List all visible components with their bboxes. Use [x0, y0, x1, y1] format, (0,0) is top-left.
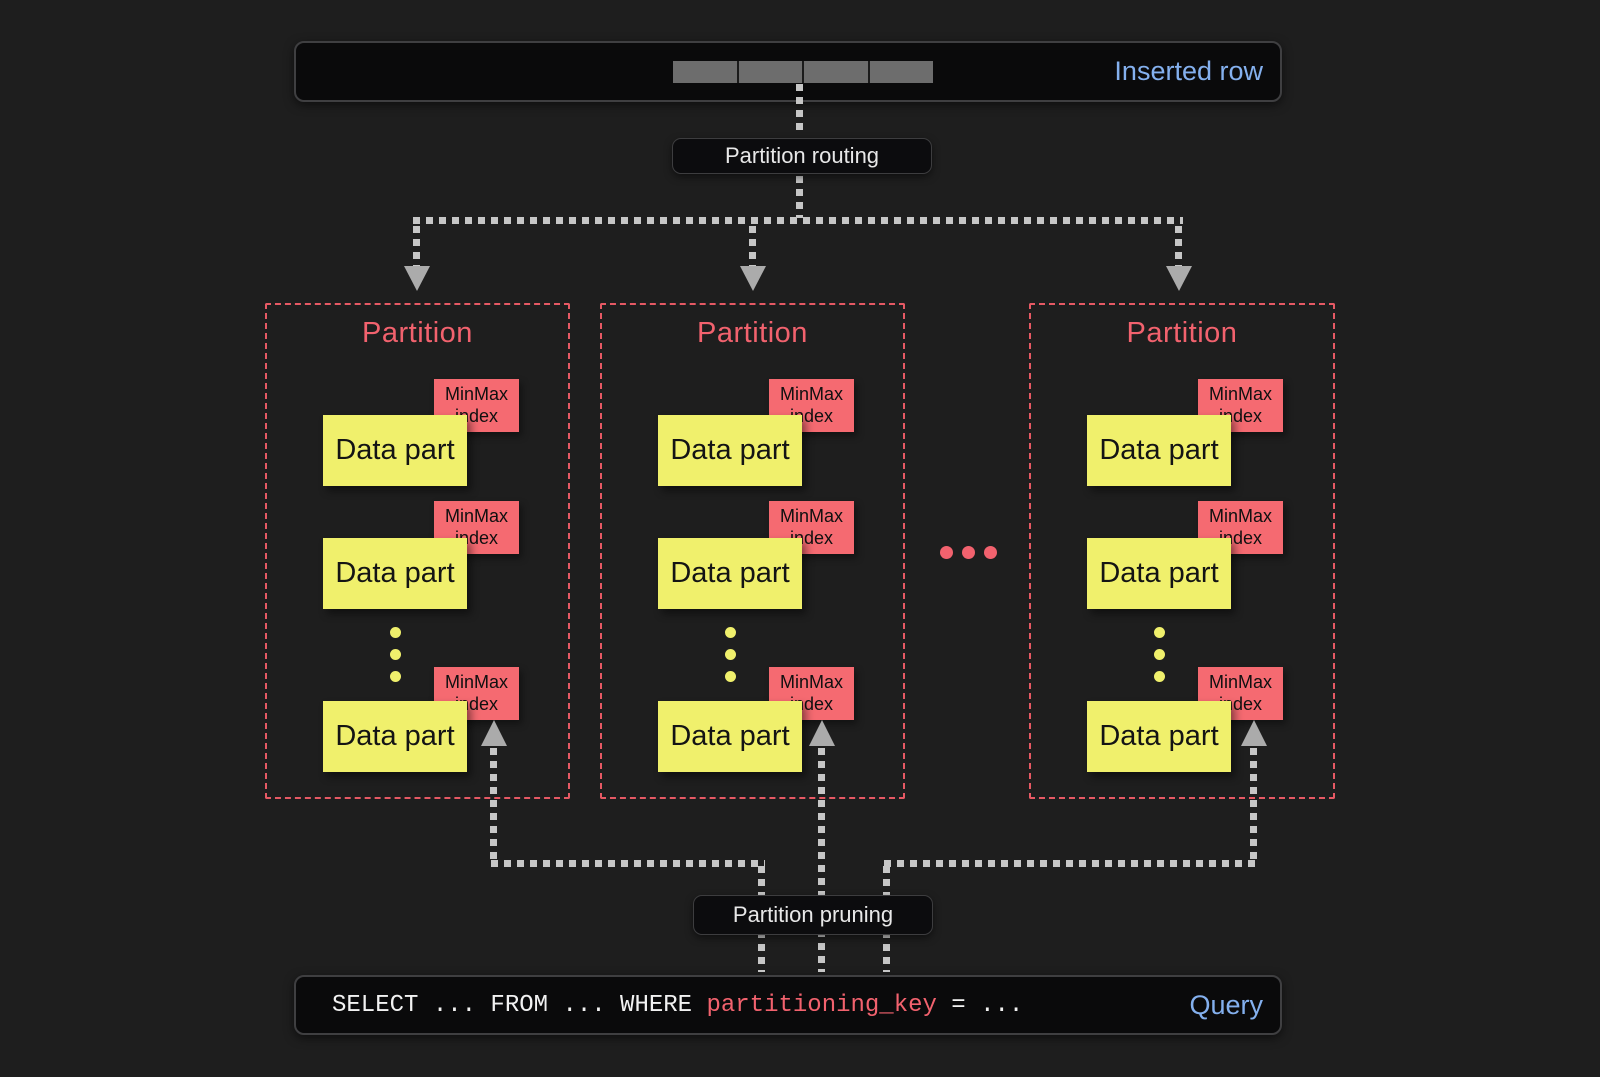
up-arrow-icon [809, 720, 835, 746]
partition-title: Partition [362, 317, 473, 349]
more-partitions-dot [962, 546, 975, 559]
dotted-connector [818, 748, 825, 972]
data-part-block: Data part [323, 538, 467, 609]
query-panel: SELECT ... FROM ... WHERE partitioning_k… [294, 975, 1282, 1035]
data-part-block: Data part [1087, 538, 1231, 609]
dotted-split-line [413, 217, 1183, 224]
sql-query-text: SELECT ... FROM ... WHERE partitioning_k… [332, 992, 1023, 1019]
inserted-row-cells [673, 61, 933, 83]
ellipsis-dot [725, 671, 736, 682]
minmax-line1: MinMax [779, 383, 843, 404]
minmax-line1: MinMax [1208, 671, 1272, 692]
minmax-line1: MinMax [1208, 505, 1272, 526]
minmax-index-tag: MinMax index [434, 501, 519, 554]
partition-title: Partition [1126, 317, 1238, 349]
minmax-line1: MinMax [444, 671, 508, 692]
ellipsis-dot [725, 627, 736, 638]
dotted-connector [1250, 748, 1257, 864]
ellipsis-dot [1154, 649, 1165, 660]
minmax-line1: MinMax [444, 383, 508, 404]
down-arrow-icon [404, 266, 430, 291]
data-part-block: Data part [1087, 415, 1231, 486]
up-arrow-icon [481, 720, 507, 746]
sql-prefix: SELECT ... FROM ... WHERE [332, 991, 707, 1019]
partition-box-2: Partition MinMax index Data part MinMax … [600, 303, 905, 799]
ellipsis-dot [1154, 671, 1165, 682]
down-arrow-icon [1166, 266, 1192, 291]
more-partitions-dot [940, 546, 953, 559]
data-part-block: Data part [658, 415, 802, 486]
data-part-block: Data part [1087, 701, 1231, 772]
data-part-block: Data part [658, 538, 802, 609]
sql-partitioning-key: partitioning_key [706, 991, 937, 1019]
down-arrow-icon [740, 266, 766, 291]
data-part-block: Data part [323, 415, 467, 486]
row-cell [869, 61, 933, 83]
partition-pruning-label: Partition pruning [693, 895, 933, 935]
ellipsis-dot [390, 649, 401, 660]
minmax-line1: MinMax [1208, 383, 1272, 404]
dotted-connector [796, 84, 803, 136]
ellipsis-dot [390, 671, 401, 682]
dotted-branch-line [491, 860, 765, 867]
sql-suffix: = ... [936, 991, 1024, 1019]
ellipsis-dot [390, 627, 401, 638]
row-cell [804, 61, 868, 83]
dotted-connector [749, 226, 756, 266]
minmax-line1: MinMax [779, 671, 843, 692]
partition-box-1: Partition MinMax index Data part MinMax … [265, 303, 570, 799]
inserted-row-label: Inserted row [1114, 56, 1263, 86]
dotted-connector [1175, 226, 1182, 266]
inserted-row-panel: Inserted row [294, 41, 1282, 102]
minmax-line1: MinMax [444, 505, 508, 526]
dotted-branch-line [884, 860, 1257, 867]
ellipsis-dot [725, 649, 736, 660]
ellipsis-dot [1154, 627, 1165, 638]
partition-title: Partition [697, 317, 808, 349]
row-cell [673, 61, 737, 83]
more-partitions-dot [984, 546, 997, 559]
dotted-connector [490, 748, 497, 864]
dotted-connector [796, 176, 803, 218]
partition-routing-label: Partition routing [672, 138, 932, 174]
data-part-block: Data part [323, 701, 467, 772]
minmax-line1: MinMax [779, 505, 843, 526]
dotted-connector [413, 226, 420, 266]
query-label: Query [1189, 989, 1263, 1020]
row-cell [738, 61, 802, 83]
partition-box-3: Partition MinMax index Data part MinMax … [1029, 303, 1335, 799]
up-arrow-icon [1241, 720, 1267, 746]
data-part-block: Data part [658, 701, 802, 772]
